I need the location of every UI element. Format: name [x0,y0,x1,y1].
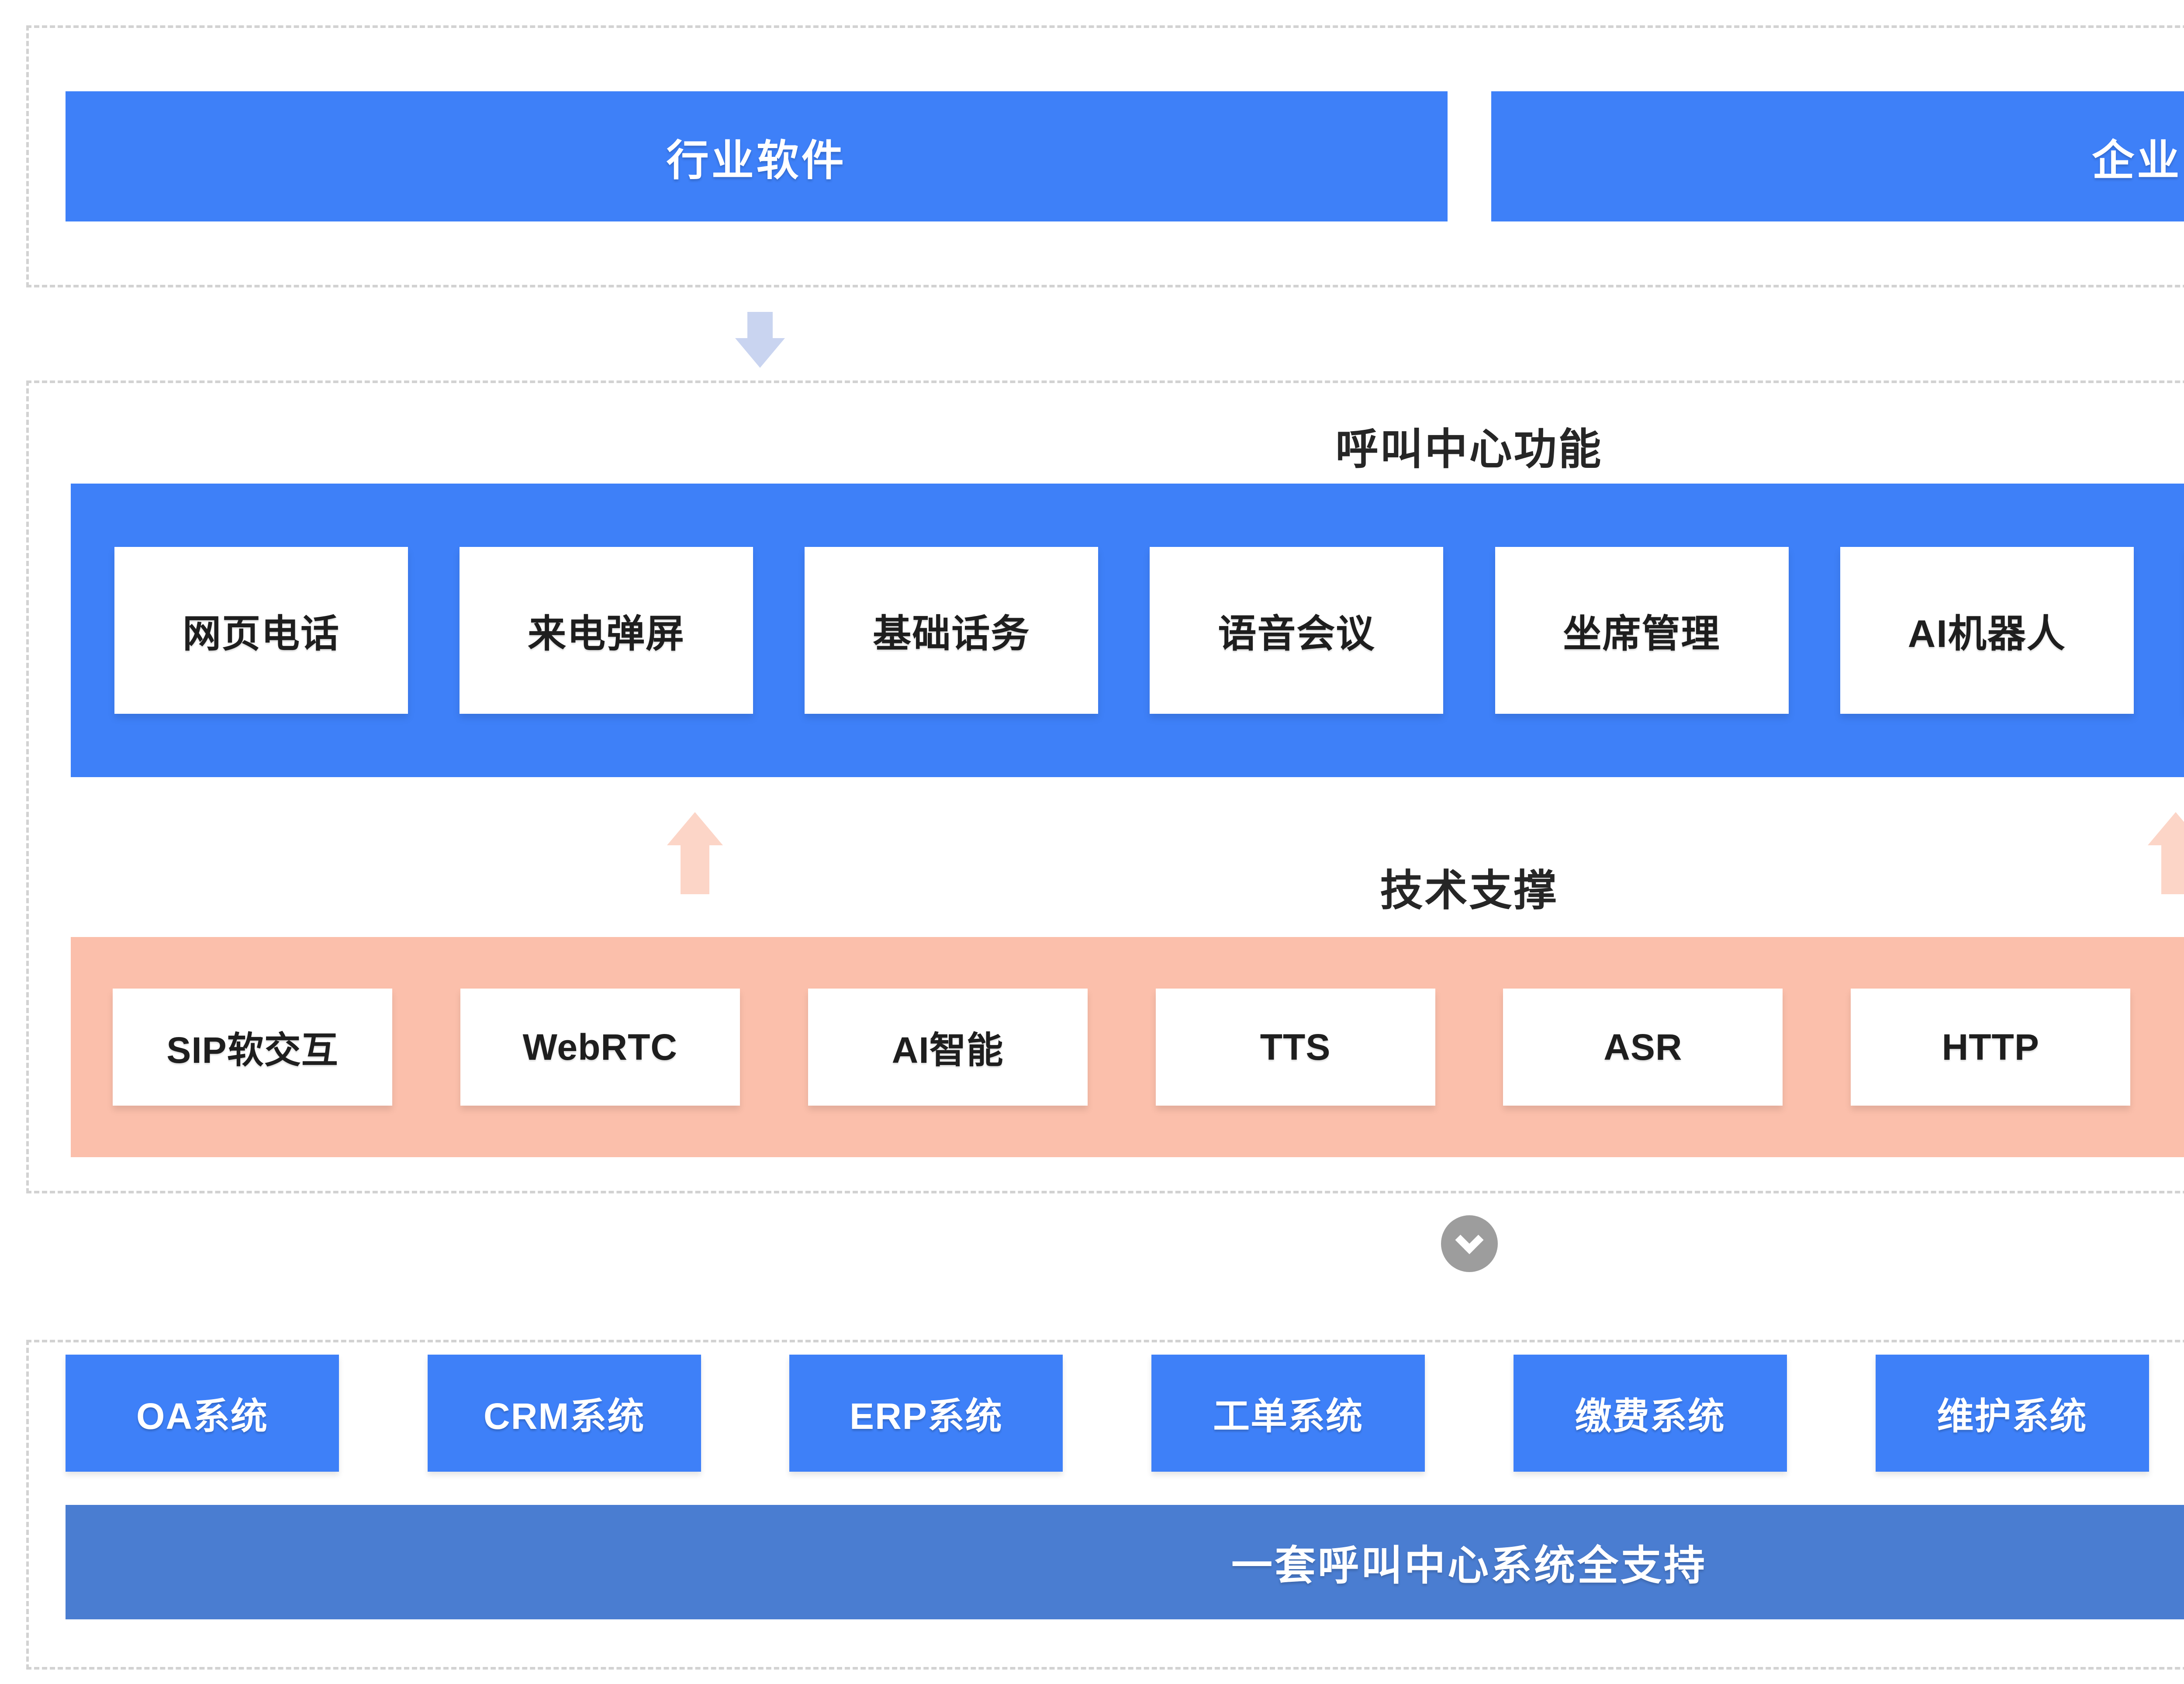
business-systems-section: OA系统 CRM系统 ERP系统 工单系统 缴费系统 维护系统 救援系统 热线系… [26,1340,2184,1670]
function-label: AI机器人 [1908,612,2066,655]
chevron-glyph [1455,1225,1484,1255]
function-label: 基础话务 [873,612,1030,655]
technology-card: HTTP [1851,989,2131,1106]
technology-label: WebRTC [522,1026,678,1068]
technology-label: AI智能 [892,1029,1004,1071]
function-label: 网页电话 [182,612,340,655]
down-arrow-head [735,338,785,368]
technology-label: TTS [1260,1026,1331,1068]
down-arrow-stem [747,312,773,338]
function-label: 来电弹屏 [528,612,685,655]
system-label: 维护系统 [1937,1395,2087,1437]
up-arrow-stem [2161,845,2184,894]
function-card: AI机器人 [1840,547,2134,714]
function-card: 基础话务 [805,547,1099,714]
enterprise-use-bar: 企业自用 [1491,91,2184,221]
technology-label: ASR [1603,1026,1683,1068]
system-card: 工单系统 [1151,1355,1425,1472]
chevron-down-icon[interactable] [1441,1215,1498,1272]
top-section: 行业软件 企业自用 [26,25,2184,287]
function-card: 网页电话 [114,547,408,714]
system-label: CRM系统 [484,1395,645,1437]
technology-card: TTS [1155,989,1435,1106]
function-card: 语音会议 [1150,547,1444,714]
functions-band: 网页电话 来电弹屏 基础话务 语音会议 坐席管理 AI机器人 语音菜单 增值业务 [71,484,2184,777]
system-label: ERP系统 [850,1395,1003,1437]
technology-card: AI智能 [808,989,1088,1106]
systems-row: OA系统 CRM系统 ERP系统 工单系统 缴费系统 维护系统 救援系统 热线系… [66,1355,2184,1472]
enterprise-use-label: 企业自用 [2092,136,2184,184]
function-card: 坐席管理 [1495,547,1789,714]
system-label: OA系统 [136,1395,268,1437]
industry-software-bar: 行业软件 [66,91,1448,221]
technology-card: WebRTC [460,989,740,1106]
support-title: 技术支撑 [1380,866,1559,914]
system-card: OA系统 [66,1355,339,1472]
system-card: 维护系统 [1875,1355,2149,1472]
up-arrow-icon [667,812,723,894]
industry-software-label: 行业软件 [666,136,847,184]
up-arrow-head [667,812,723,845]
system-card: ERP系统 [789,1355,1063,1472]
call-center-functions-section: 呼叫中心功能 网页电话 来电弹屏 基础话务 语音会议 坐席管理 AI机器人 语音… [26,380,2184,1193]
banner-label: 一套呼叫中心系统全支持 [1231,1542,1707,1588]
technologies-band: SIP软交互 WebRTC AI智能 TTS ASR HTTP WebSocke… [71,937,2184,1157]
function-label: 坐席管理 [1563,612,1721,655]
system-label: 缴费系统 [1575,1395,1725,1437]
down-arrow-icon [735,312,785,368]
technology-card: ASR [1503,989,1783,1106]
system-label: 工单系统 [1213,1395,1364,1437]
technology-label: HTTP [1942,1026,2039,1068]
section-title: 呼叫中心功能 [1335,425,1603,473]
system-card: CRM系统 [427,1355,701,1472]
technology-label: SIP软交互 [166,1029,339,1071]
unified-support-banner: 一套呼叫中心系统全支持 [66,1505,2184,1619]
function-label: 语音会议 [1218,612,1375,655]
technology-card: SIP软交互 [113,989,392,1106]
function-card: 来电弹屏 [460,547,753,714]
up-arrow-icon [2148,812,2184,894]
up-arrow-stem [681,845,709,894]
system-card: 缴费系统 [1513,1355,1787,1472]
up-arrow-head [2148,812,2184,845]
